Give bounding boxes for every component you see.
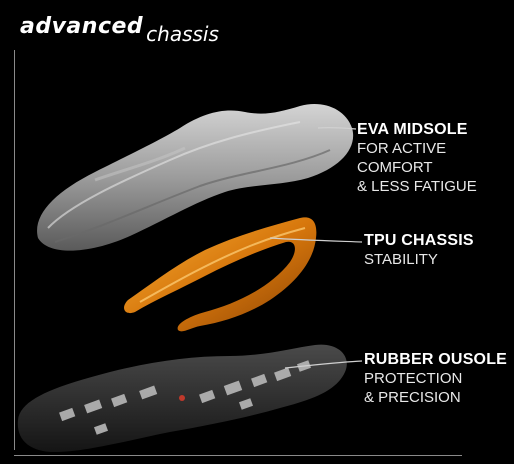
tpu-chassis-shape [124, 217, 316, 331]
tpu-chassis-line-1: STABILITY [364, 250, 474, 269]
tpu-chassis-label: TPU CHASSIS STABILITY [364, 231, 474, 269]
rubber-outsole-shape [18, 345, 347, 452]
rubber-outsole-line-2: & PRECISION [364, 388, 507, 407]
tpu-chassis-title: TPU CHASSIS [364, 231, 474, 250]
rubber-outsole-title: RUBBER OUSOLE [364, 350, 507, 369]
rubber-outsole-line-1: PROTECTION [364, 369, 507, 388]
eva-midsole-line-1: FOR ACTIVE COMFORT [357, 139, 514, 177]
rubber-outsole-label: RUBBER OUSOLE PROTECTION & PRECISION [364, 350, 507, 407]
eva-midsole-line-2: & LESS FATIGUE [357, 177, 514, 196]
eva-midsole-title: EVA MIDSOLE [357, 120, 514, 139]
eva-midsole-label: EVA MIDSOLE FOR ACTIVE COMFORT & LESS FA… [357, 120, 514, 196]
